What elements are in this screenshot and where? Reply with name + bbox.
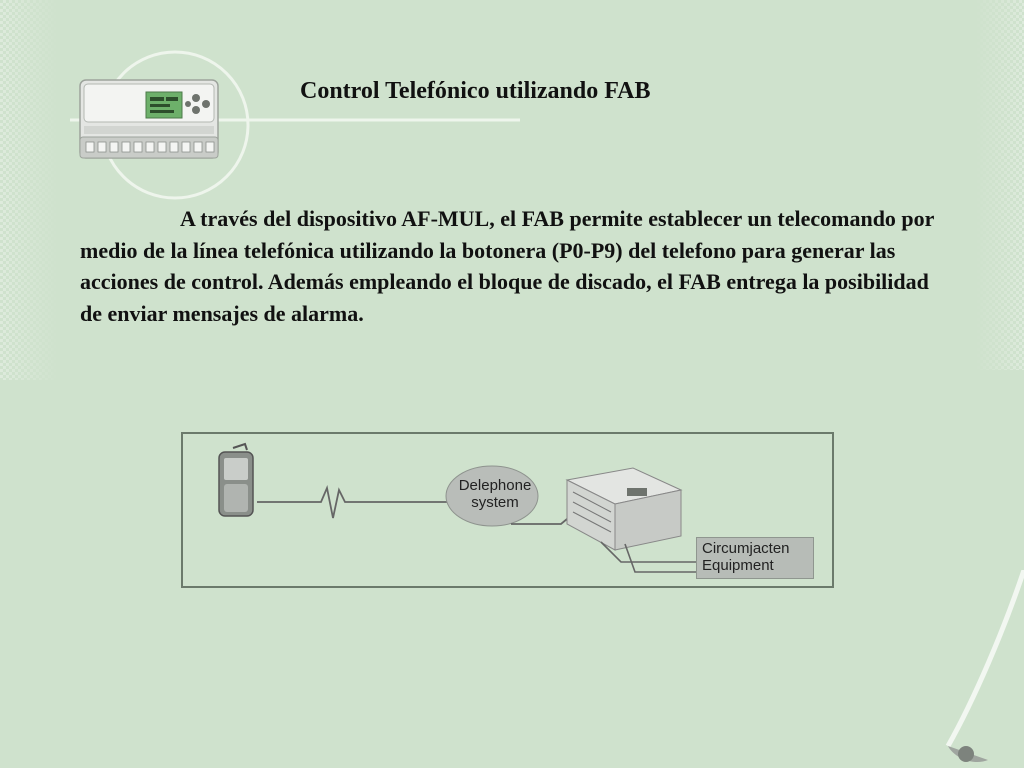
slide-paragraph: A través del dispositivo AF-MUL, el FAB … xyxy=(80,206,935,326)
equipment-label-line2: Equipment xyxy=(702,557,774,574)
mobile-phone-icon xyxy=(218,442,254,517)
equipment-box xyxy=(696,537,814,579)
equipment-label: Circumjacten Equipment xyxy=(702,540,812,574)
equipment-label-line1: Circumjacten xyxy=(702,540,790,557)
equipment-line-1 xyxy=(600,541,696,563)
equipment-line-2 xyxy=(624,543,696,573)
telephone-system-cloud xyxy=(445,465,539,527)
cloud-label-line2: system xyxy=(471,494,519,511)
communication-diagram xyxy=(218,442,696,573)
decorative-swoosh xyxy=(945,570,1024,763)
fab-controller-icon xyxy=(565,467,683,551)
plc-controller-image xyxy=(79,79,219,159)
diagram-frame xyxy=(181,432,834,588)
cloud-label-line1: Delephone xyxy=(458,477,532,494)
telephone-system-label: Delephone system xyxy=(452,477,538,511)
background-pattern-right xyxy=(974,0,1024,370)
background-pattern-left xyxy=(0,0,60,380)
signal-line xyxy=(257,484,447,519)
slide-title: Control Telefónico utilizando FAB xyxy=(300,78,651,104)
